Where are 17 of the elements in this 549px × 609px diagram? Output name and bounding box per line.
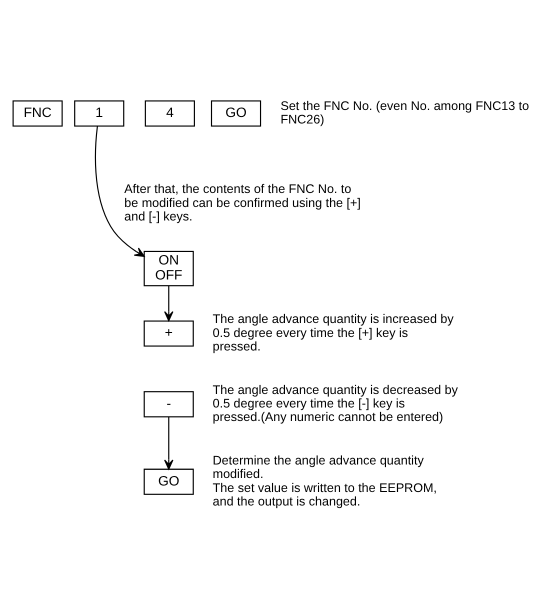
node-label: The angle advance quantity is decreased by 0.5 degree every time the [-] key is pressed.(Any numeric cannot be entered) (212, 382, 458, 424)
node-box: 4 (144, 100, 195, 127)
node-box: 1 (74, 100, 124, 127)
label: After that, the contents of the FNC No. to be modified can be confirmed using the [+] and [-] keys. (124, 182, 361, 224)
node-box: ON OFF (144, 250, 194, 286)
node-box: - (144, 391, 194, 418)
node-box: GO (210, 100, 262, 127)
node-label: Determine the angle advance quantity modified. (212, 453, 424, 482)
node-label: The set value is written to the EEPROM, and the output is changed. (212, 480, 437, 509)
node-box: + (144, 320, 194, 347)
arrow (164, 416, 174, 470)
node-label: Set the FNC No. (even No. among FNC13 to FNC26) (280, 98, 530, 127)
arrow (94, 126, 145, 257)
node-box: GO (144, 468, 194, 495)
arrow (164, 286, 174, 322)
node-label: The angle advance quantity is increased by 0.5 degree every time the [+] key is pressed. (212, 312, 454, 354)
node-box: FNC (12, 100, 63, 127)
